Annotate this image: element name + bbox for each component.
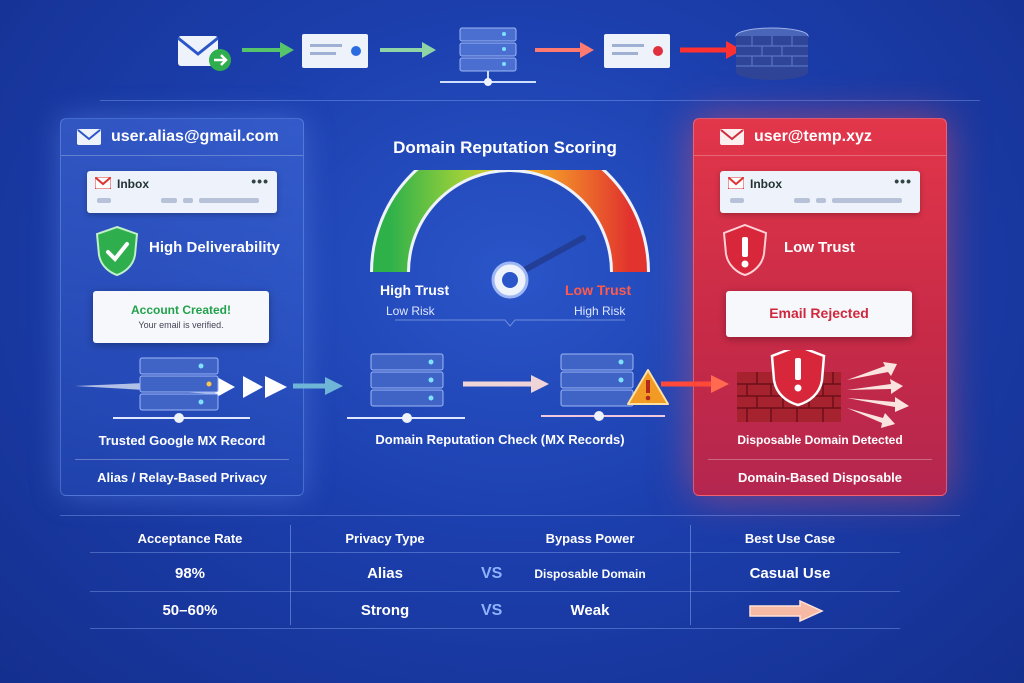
right-footer: Domain-Based Disposable [738, 470, 902, 485]
table-row: 98% Alias VS Disposable Domain Casual Us… [0, 558, 1024, 588]
message-card-icon [302, 34, 368, 68]
left-panel: user.alias@gmail.com Inbox ••• High Deli… [60, 118, 304, 496]
server-icon [347, 353, 465, 423]
top-flow [170, 22, 830, 90]
gmail-icon [95, 177, 111, 189]
arrow-icon [293, 377, 343, 395]
server-icon [541, 353, 665, 421]
gauge-title: Domain Reputation Scoring [393, 138, 617, 157]
table-row: 50–60% Strong VS Weak [0, 596, 1024, 626]
more-icon[interactable]: ••• [251, 173, 269, 189]
warning-icon [627, 369, 669, 405]
vs-label: VS [481, 565, 503, 582]
low-trust-label: Low Trust [565, 282, 632, 298]
left-status: High Deliverability [149, 239, 280, 256]
inbox-label: Inbox [750, 177, 782, 191]
left-footer: Alias / Relay-Based Privacy [97, 470, 267, 485]
email-rejected-title: Email Rejected [769, 305, 869, 321]
check-caption: Domain Reputation Check (MX Records) [375, 432, 625, 447]
envelope-send-icon [177, 36, 231, 71]
vs-label: VS [481, 602, 503, 619]
shield-check-icon [95, 225, 139, 277]
envelope-icon [720, 129, 744, 145]
right-email: user@temp.xyz [754, 128, 872, 145]
right-panel: user@temp.xyz Inbox ••• Low Trust Email … [693, 118, 947, 496]
left-panel-header: user.alias@gmail.com [61, 119, 303, 156]
email-rejected-card: Email Rejected [726, 291, 912, 337]
envelope-icon [77, 129, 101, 145]
rejected-card-icon [604, 34, 670, 68]
arrow-icon [661, 375, 729, 393]
account-created-card: Account Created! Your email is verified. [93, 291, 269, 343]
flow-divider [100, 100, 980, 101]
shield-alert-icon [722, 223, 768, 277]
wall-caption: Disposable Domain Detected [737, 433, 903, 447]
header-acceptance-rate: Acceptance Rate [137, 531, 243, 546]
left-inbox-card[interactable]: Inbox ••• [87, 171, 277, 213]
arrow-icon [380, 42, 436, 58]
right-status: Low Trust [784, 239, 855, 256]
server-icon [113, 357, 250, 423]
high-trust-sub: Low Risk [386, 304, 435, 318]
cell-privacy: Strong [360, 602, 410, 619]
cell-bypass: Disposable Domain [534, 567, 646, 581]
left-email: user.alias@gmail.com [111, 128, 279, 145]
arrow-icon [847, 362, 909, 428]
cell-acceptance: 98% [174, 565, 206, 582]
brick-wall-icon [735, 27, 809, 80]
gmail-icon [728, 177, 744, 189]
arrow-icon [749, 600, 824, 622]
table-top-border [60, 515, 960, 516]
right-panel-header: user@temp.xyz [694, 119, 946, 156]
cell-use-case: Casual Use [749, 565, 831, 582]
header-bypass-power: Bypass Power [545, 531, 635, 546]
cell-privacy: Alias [367, 565, 403, 582]
right-inbox-card[interactable]: Inbox ••• [720, 171, 920, 213]
account-created-title: Account Created! [130, 303, 231, 317]
arrow-icon [463, 375, 549, 393]
gauge-icon [370, 170, 650, 327]
shield-alert-icon [770, 350, 826, 407]
more-icon[interactable]: ••• [894, 173, 912, 189]
cell-bypass: Weak [570, 602, 610, 619]
arrow-icon [680, 41, 742, 59]
low-trust-sub: High Risk [574, 304, 626, 318]
arrow-icon [242, 42, 294, 58]
high-trust-label: High Trust [380, 282, 450, 298]
server-row [75, 350, 909, 428]
header-privacy-type: Privacy Type [345, 531, 425, 546]
cell-acceptance: 50–60% [162, 602, 218, 619]
inbox-label: Inbox [117, 177, 149, 191]
server-icon [440, 27, 536, 86]
header-best-use-case: Best Use Case [744, 531, 836, 546]
left-server-caption: Trusted Google MX Record [98, 433, 266, 448]
arrow-icon [535, 42, 594, 58]
account-created-body: Your email is verified. [138, 320, 224, 330]
